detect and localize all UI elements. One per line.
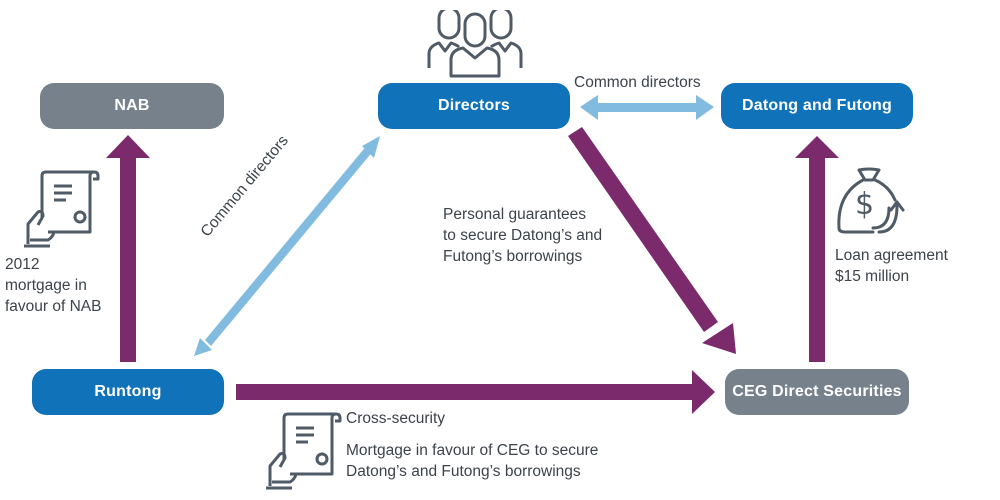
label-line: Loan agreement	[835, 247, 948, 264]
label-line: 2012	[5, 256, 40, 273]
node-nab-label: NAB	[114, 97, 150, 114]
node-runtong-label: Runtong	[94, 383, 162, 400]
label-line: Datong’s and Futong’s borrowings	[346, 463, 581, 480]
money-bag-icon: $	[837, 167, 905, 234]
node-directors[interactable]: Directors	[378, 83, 570, 129]
node-nab[interactable]: NAB	[40, 83, 224, 129]
node-datong-futong[interactable]: Datong and Futong	[721, 83, 913, 129]
arrow-runtong-to-ceg	[236, 370, 715, 414]
node-directors-label: Directors	[437, 97, 511, 114]
document-certificate-icon	[24, 170, 100, 248]
label-line: mortgage in	[5, 277, 87, 294]
label-line: Personal guarantees	[443, 206, 587, 223]
label-line: Mortgage in favour of CEG to secure	[346, 442, 599, 459]
label-line: $15 million	[835, 268, 910, 285]
label-loan-agreement: Loan agreement $15 million	[835, 245, 948, 287]
label-line: Futong’s borrowings	[443, 248, 583, 265]
people-group-icon	[427, 10, 523, 78]
node-runtong[interactable]: Runtong	[32, 369, 224, 415]
label-cross-security-title: Cross-security	[346, 410, 446, 427]
document-certificate-icon	[266, 412, 342, 490]
arrow-runtong-to-nab	[106, 135, 150, 362]
label-personal-guarantees: Personal guarantees to secure Datong’s a…	[443, 204, 602, 267]
node-datong-futong-label: Datong and Futong	[741, 97, 893, 114]
label-common-directors-top: Common directors	[574, 74, 701, 91]
node-ceg[interactable]: CEG Direct Securities	[725, 369, 909, 415]
label-line: favour of NAB	[5, 298, 102, 315]
label-cross-security-desc: Mortgage in favour of CEG to secure Dato…	[346, 440, 598, 482]
arrow-directors-datong-common	[580, 95, 714, 120]
arrow-ceg-to-datong-futong	[795, 136, 839, 362]
label-mortgage-nab: 2012 mortgage in favour of NAB	[5, 254, 102, 317]
node-ceg-label: CEG Direct Securities	[732, 383, 902, 400]
svg-text:$: $	[855, 187, 874, 222]
arrow-runtong-directors-common	[194, 136, 380, 356]
label-line: to secure Datong’s and	[443, 227, 603, 244]
arrow-directors-to-ceg	[568, 127, 736, 354]
